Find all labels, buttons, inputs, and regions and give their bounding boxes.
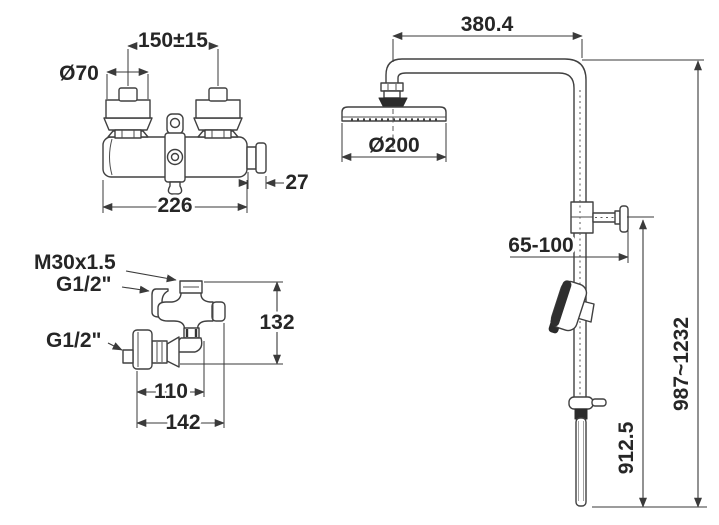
right-valve-cap <box>195 99 241 119</box>
dim-escutcheon-diameter: Ø70 <box>59 62 149 99</box>
left-valve-nut <box>114 129 142 139</box>
dim-escutcheon-label: Ø70 <box>59 62 99 85</box>
lower-casting <box>176 337 203 353</box>
dim-depth-overall: 142 <box>136 323 225 437</box>
dim-head-diameter-label: Ø200 <box>368 134 419 157</box>
dim-slide-bar-height: 912.5 <box>612 216 654 508</box>
left-valve-cartridge <box>103 87 153 139</box>
label-lower-thread: G1/2" <box>46 329 123 352</box>
left-valve-knob <box>118 87 138 102</box>
diverter-spout <box>167 181 183 195</box>
dim-head-diameter: Ø200 <box>341 123 447 162</box>
lower-thread-text: G1/2" <box>46 329 101 352</box>
lower-tube <box>575 417 587 507</box>
rain-shower-head <box>341 82 447 148</box>
dim-arm-reach-label: 380.4 <box>461 13 514 36</box>
shower-column-view: 380.4 Ø200 65-100 912.5 987~1232 <box>341 13 707 508</box>
bracket-wall-flange <box>619 205 629 233</box>
dim-depth-inner-label: 110 <box>154 380 188 403</box>
inlet-cone <box>166 336 180 368</box>
dim-hole-spacing: 150±15 <box>127 29 219 86</box>
dim-arm-reach: 380.4 <box>392 13 583 62</box>
wall-stub <box>122 349 134 364</box>
upper-thread-text: G1/2" <box>56 273 111 296</box>
hand-shower-face <box>550 280 572 327</box>
mixer-side-view: M30x1.5 G1/2" G1/2" 132 110 142 <box>34 251 298 437</box>
dim-body-length: 226 <box>102 180 248 220</box>
outlet-flange <box>255 142 267 174</box>
dim-body-length-label: 226 <box>157 194 192 217</box>
dim-overall-height-label: 987~1232 <box>670 317 693 411</box>
left-valve-skirt <box>103 117 153 131</box>
outlet-stub <box>246 146 257 170</box>
dim-wall-offset: 65-100 <box>505 220 629 263</box>
dim-body-height: 132 <box>180 281 298 365</box>
dim-hole-spacing-label: 150±15 <box>138 29 208 52</box>
dim-overall-height: 987~1232 <box>582 59 704 508</box>
wall-flange-disc <box>132 329 153 370</box>
hand-shower <box>548 280 588 334</box>
label-riser-thread: M30x1.5 <box>34 251 177 283</box>
diverter-assembly <box>164 113 186 195</box>
body-end-curve <box>109 138 113 176</box>
handle-cap <box>211 301 226 322</box>
dim-outlet-projection-label: 27 <box>285 171 308 194</box>
left-valve-cap <box>105 99 151 119</box>
slider-knob <box>591 398 607 407</box>
bracket-stem <box>614 210 621 225</box>
label-upper-thread: G1/2" <box>56 273 150 296</box>
dim-depth-overall-label: 142 <box>165 411 200 434</box>
head-nut-lower <box>383 90 401 99</box>
dim-depth-inner: 110 <box>136 341 205 428</box>
inlet-hex-nut <box>151 340 168 364</box>
mixer-side-body <box>157 282 214 332</box>
right-valve-nut <box>204 129 232 139</box>
dim-body-height-label: 132 <box>259 311 294 334</box>
head-nut-upper <box>380 82 404 92</box>
right-valve-skirt <box>193 117 243 131</box>
dim-outlet-projection: 27 <box>238 171 309 194</box>
right-valve-cartridge <box>193 87 243 139</box>
riser-thread-text: M30x1.5 <box>34 251 116 274</box>
dim-slide-bar-height-label: 912.5 <box>615 421 638 474</box>
right-valve-knob <box>208 87 228 102</box>
mixer-front-view: 150±15 Ø70 226 27 <box>59 29 309 220</box>
dim-wall-offset-label: 65-100 <box>508 234 573 257</box>
slider-collar <box>568 396 594 410</box>
